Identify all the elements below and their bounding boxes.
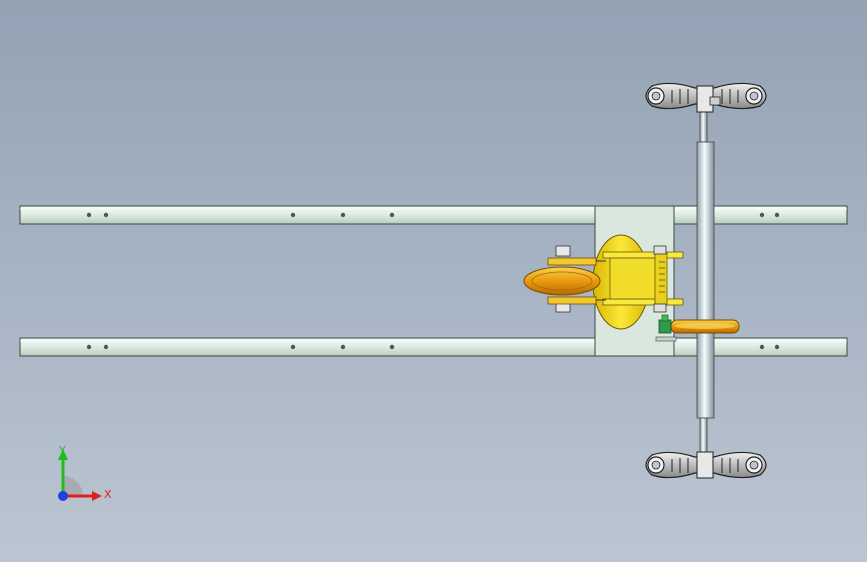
bottom-rail <box>19 337 848 357</box>
drive-roller <box>658 314 740 334</box>
top-gripper <box>645 82 767 113</box>
x-axis-label: X <box>104 488 112 501</box>
axis-triad: Y X <box>58 444 112 501</box>
bottom-gripper <box>645 451 767 479</box>
vertical-shaft <box>696 111 715 453</box>
yellow-housing <box>592 234 684 330</box>
triad-plane-icon <box>63 476 83 496</box>
y-axis-label: Y <box>58 444 66 457</box>
z-axis-dot <box>58 491 68 501</box>
pulley-wheel <box>523 245 606 313</box>
top-rail <box>19 205 848 225</box>
